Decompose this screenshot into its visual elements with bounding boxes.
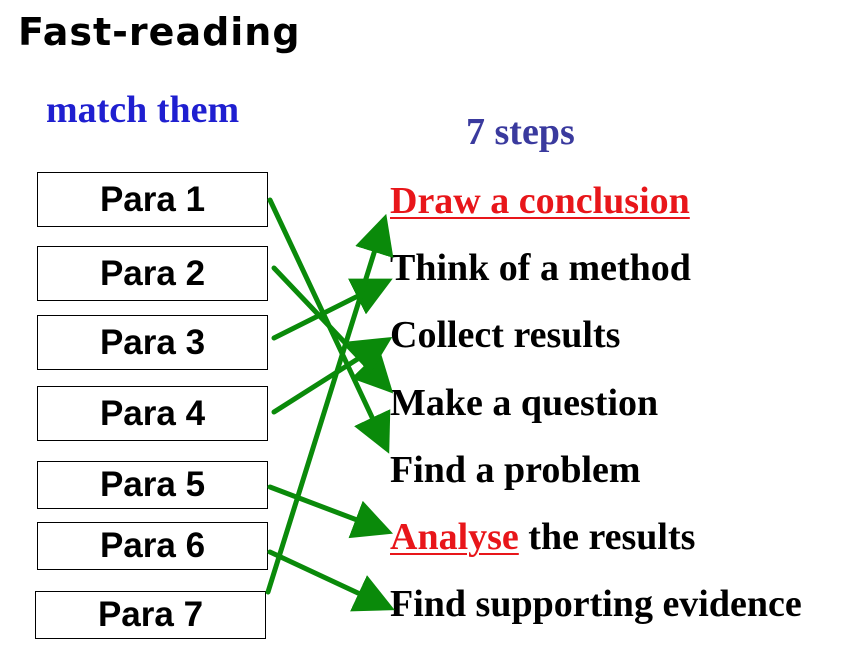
para-box-3[interactable]: Para 3	[37, 315, 268, 370]
para-box-7[interactable]: Para 7	[35, 591, 266, 639]
step-analyse-results[interactable]: Analyse the results	[390, 518, 695, 556]
para-box-5[interactable]: Para 5	[37, 461, 268, 509]
analyse-highlight: Analyse	[390, 516, 519, 558]
analyse-rest: the results	[518, 516, 696, 558]
arrow-para6	[267, 549, 395, 612]
para-box-4[interactable]: Para 4	[37, 386, 268, 441]
page-title: Fast-reading	[18, 10, 301, 54]
para-box-6[interactable]: Para 6	[37, 522, 268, 570]
para-box-2[interactable]: Para 2	[37, 246, 268, 301]
para-box-1[interactable]: Para 1	[37, 172, 268, 227]
arrow-para3	[271, 278, 393, 341]
arrow-para7	[265, 213, 394, 595]
instruction-label: match them	[46, 89, 240, 131]
step-make-question[interactable]: Make a question	[390, 382, 659, 424]
step-think-method[interactable]: Think of a method	[390, 247, 691, 289]
steps-heading: 7 steps	[466, 111, 575, 153]
step-find-problem[interactable]: Find a problem	[390, 449, 641, 491]
arrow-para4	[271, 336, 393, 415]
step-draw-conclusion[interactable]: Draw a conclusion	[390, 180, 690, 222]
step-collect-results[interactable]: Collect results	[390, 314, 621, 356]
step-find-evidence[interactable]: Find supporting evidence	[390, 583, 802, 625]
arrow-para5	[267, 484, 394, 539]
